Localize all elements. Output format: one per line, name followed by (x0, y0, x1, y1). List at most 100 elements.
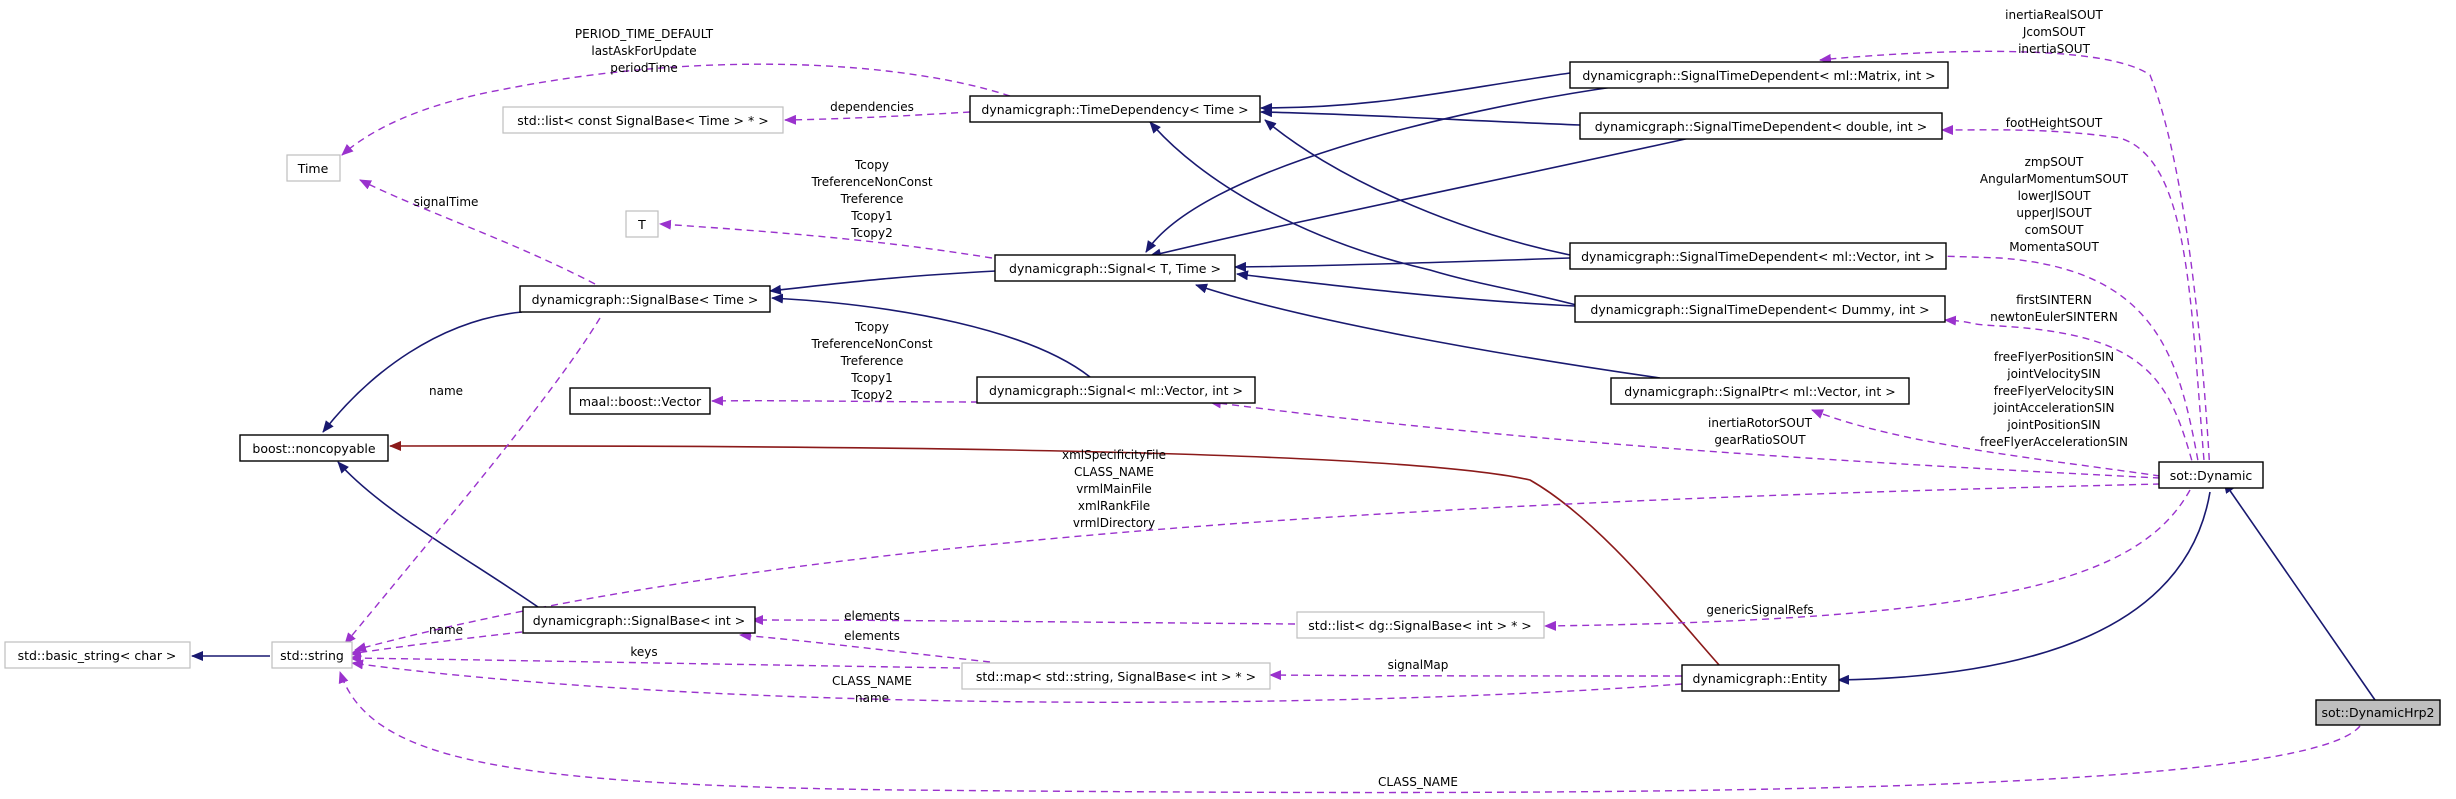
node-signal-base-time[interactable]: dynamicgraph::SignalBase< Time > (519, 285, 771, 313)
edge-signalbase-int-to-noncopyable (337, 461, 539, 608)
label-footHeightSOUT: footHeightSOUT (2006, 116, 2103, 130)
edge-map-elements-usage (739, 630, 991, 663)
label-lowerJlSOUT: lowerJlSOUT (2018, 189, 2092, 203)
label-entity-name: name (855, 691, 889, 705)
node-signal-time-dependent-dummy-label: dynamicgraph::SignalTimeDependent< Dummy… (1590, 302, 1929, 317)
edge-double-to-timedep (1260, 107, 1581, 126)
label-inertiaRealSOUT: inertiaRealSOUT (2005, 8, 2103, 22)
edge-dummy-to-timedep (1149, 121, 1581, 307)
node-std-list-signalbase-time[interactable]: std::list< const SignalBase< Time > * > (502, 106, 784, 134)
label-jointVelocitySIN: jointVelocitySIN (2006, 367, 2101, 381)
node-maal-vector-label: maal::boost::Vector (579, 394, 702, 409)
edge-double-to-signal-t (1149, 137, 1691, 259)
edge-hrp2-to-dynamic (2223, 481, 2376, 701)
edge-vector-to-timedep (1264, 119, 1571, 256)
edge-matrix-to-signal-t (1145, 85, 1621, 253)
label-tparams2-Tcopy: Tcopy (854, 320, 889, 334)
edge-signal-vector-to-signalbase-time (771, 293, 1091, 378)
label-freeFlyerAccelerationSIN: freeFlyerAccelerationSIN (1980, 435, 2128, 449)
node-sot-dynamichrp2[interactable]: sot::DynamicHrp2 (2315, 699, 2441, 726)
label-keys: keys (630, 645, 657, 659)
node-std-list-dg-signalbase-int[interactable]: std::list< dg::SignalBase< int > * > (1296, 611, 1545, 639)
node-signal-time-dependent-double[interactable]: dynamicgraph::SignalTimeDependent< doubl… (1579, 112, 1943, 140)
label-jointAccelerationSIN: jointAccelerationSIN (1992, 401, 2114, 415)
label-hrp2-CLASS_NAME: CLASS_NAME (1378, 775, 1458, 789)
node-signal-base-time-label: dynamicgraph::SignalBase< Time > (532, 292, 759, 307)
node-maal-vector[interactable]: maal::boost::Vector (569, 387, 711, 415)
label-upperJlSOUT: upperJlSOUT (2016, 206, 2092, 220)
node-boost-noncopyable[interactable]: boost::noncopyable (239, 434, 389, 462)
node-signal-vector-int[interactable]: dynamicgraph::Signal< ml::Vector, int > (976, 376, 1256, 404)
label-PERIOD_TIME_DEFAULT: PERIOD_TIME_DEFAULT (575, 27, 714, 41)
edge-list-int-usage (751, 615, 1296, 626)
node-time[interactable]: Time (286, 154, 341, 182)
node-std-basic-string[interactable]: std::basic_string< char > (4, 641, 191, 669)
label-gearRatioSOUT: gearRatioSOUT (1714, 433, 1806, 447)
label-periodTime: periodTime (610, 61, 678, 75)
node-signal-vector-int-label: dynamicgraph::Signal< ml::Vector, int > (989, 383, 1243, 398)
edge-double-usage (1941, 124, 2206, 473)
label-tparams2-TreferenceNonConst: TreferenceNonConst (810, 337, 932, 351)
edge-t-usage (659, 219, 993, 259)
node-std-basic-string-label: std::basic_string< char > (18, 648, 177, 663)
label-elements-b: elements (844, 629, 900, 643)
node-signal-time-dependent-vector[interactable]: dynamicgraph::SignalTimeDependent< ml::V… (1569, 242, 1947, 270)
node-t[interactable]: T (625, 210, 659, 238)
edge-signal-t-to-signalbase-time (769, 270, 997, 295)
label-entity-CLASS_NAME: CLASS_NAME (832, 674, 912, 688)
node-std-list-signalbase-time-label: std::list< const SignalBase< Time > * > (517, 113, 768, 128)
edge-entity-string-usage (351, 659, 1683, 703)
node-signal-time-dependent-matrix[interactable]: dynamicgraph::SignalTimeDependent< ml::M… (1569, 61, 1949, 89)
label-AngularMomentumSOUT: AngularMomentumSOUT (1980, 172, 2129, 186)
label-inertiaRotorSOUT: inertiaRotorSOUT (1708, 416, 1813, 430)
label-name-b: name (429, 623, 463, 637)
node-std-string[interactable]: std::string (271, 641, 353, 669)
edge-dynamic-to-entity (1837, 491, 2211, 685)
edge-signalptr-usage (1811, 409, 2161, 477)
node-std-map[interactable]: std::map< std::string, SignalBase< int >… (961, 662, 1271, 690)
edge-generic-signal-refs-usage (1544, 489, 2191, 631)
label-signalTime: signalTime (414, 195, 479, 209)
label-MomentaSOUT: MomentaSOUT (2009, 240, 2099, 254)
edge-entity-to-noncopyable (389, 440, 1721, 667)
label-comSOUT: comSOUT (2025, 223, 2084, 237)
label-xmlSpecificityFile: xmlSpecificityFile (1062, 448, 1166, 462)
label-elements-a: elements (844, 609, 900, 623)
node-t-label: T (637, 217, 646, 232)
label-jointPositionSIN: jointPositionSIN (2006, 418, 2100, 432)
label-dependencies: dependencies (830, 100, 914, 114)
label-zmpSOUT: zmpSOUT (2025, 155, 2084, 169)
edge-signalbase-time-string-usage (344, 317, 601, 645)
label-vrmlMainFile: vrmlMainFile (1076, 482, 1152, 496)
node-signal-ptr-vector-label: dynamicgraph::SignalPtr< ml::Vector, int… (1624, 384, 1895, 399)
label-newtonEulerSINTERN: newtonEulerSINTERN (1990, 310, 2118, 324)
edge-matrix-to-timedep (1260, 72, 1571, 113)
node-std-map-label: std::map< std::string, SignalBase< int >… (976, 669, 1256, 684)
node-signal-t-time[interactable]: dynamicgraph::Signal< T, Time > (994, 254, 1236, 282)
node-signal-base-int[interactable]: dynamicgraph::SignalBase< int > (522, 606, 756, 634)
node-dg-entity[interactable]: dynamicgraph::Entity (1681, 664, 1840, 692)
label-signalMap: signalMap (1388, 658, 1449, 672)
node-signal-ptr-vector[interactable]: dynamicgraph::SignalPtr< ml::Vector, int… (1610, 377, 1910, 405)
node-dg-entity-label: dynamicgraph::Entity (1693, 671, 1829, 686)
node-time-dependency[interactable]: dynamicgraph::TimeDependency< Time > (969, 95, 1261, 123)
label-freeFlyerPositionSIN: freeFlyerPositionSIN (1994, 350, 2114, 364)
node-std-string-label: std::string (280, 648, 344, 663)
edge-hrp2-string-usage (338, 671, 2361, 794)
label-firstSINTERN: firstSINTERN (2016, 293, 2092, 307)
node-signal-base-int-label: dynamicgraph::SignalBase< int > (533, 613, 745, 628)
label-vrmlDirectory: vrmlDirectory (1073, 516, 1155, 530)
label-name-a: name (429, 384, 463, 398)
label-tparams1-Treference: Treference (840, 192, 904, 206)
edge-signalptr-to-signal-t (1195, 283, 1661, 379)
node-signal-time-dependent-dummy[interactable]: dynamicgraph::SignalTimeDependent< Dummy… (1574, 295, 1946, 323)
label-tparams2-Treference: Treference (840, 354, 904, 368)
node-sot-dynamic[interactable]: sot::Dynamic (2158, 461, 2264, 489)
label-tparams1-Tcopy2: Tcopy2 (850, 226, 893, 240)
node-boost-noncopyable-label: boost::noncopyable (252, 441, 375, 456)
edge-dummy-usage (1944, 315, 2196, 473)
edge-dependencies-usage (784, 111, 971, 125)
edge-signal-time-usage (359, 179, 596, 285)
edge-vector-to-signal-t (1234, 257, 1571, 272)
